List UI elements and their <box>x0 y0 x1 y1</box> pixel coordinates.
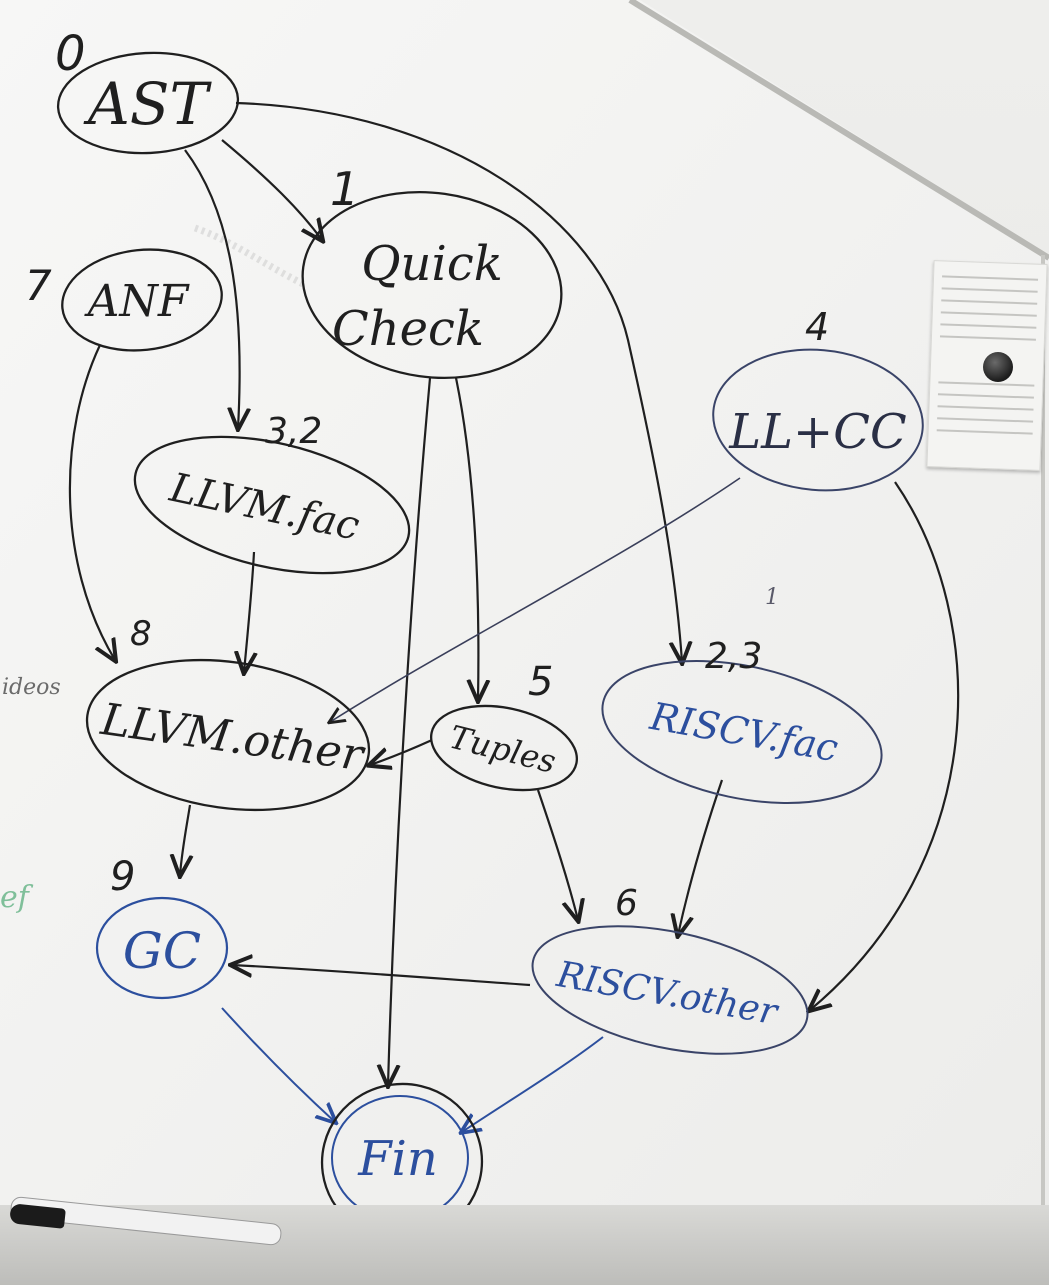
edge-tuples-riscvother <box>536 789 578 920</box>
node-tuples-outline <box>429 704 579 792</box>
node-ast-outline <box>56 51 240 155</box>
paper-text-line <box>937 393 1034 399</box>
node-fin-label: Fin <box>357 1131 438 1187</box>
paper-text-line <box>941 299 1038 305</box>
node-quickcheck[interactable]: Quick Check <box>290 176 573 394</box>
node-anf-label: ANF <box>84 276 190 327</box>
paper-text-line <box>936 429 1033 435</box>
paper-text-line <box>941 287 1038 293</box>
edge-llvmother-gc <box>180 804 190 875</box>
edge-quickcheck-tuples <box>454 377 478 700</box>
node-riscv-fac-outline <box>601 660 883 804</box>
node-riscv-fac-number: 2,3 <box>705 636 762 677</box>
node-gc-label: GC <box>123 922 201 980</box>
edge-ast-llvmfac <box>184 149 240 428</box>
edge-anf-llvmother <box>68 344 115 660</box>
node-riscv-other-outline <box>531 925 809 1055</box>
node-gc-outline <box>95 896 229 1000</box>
node-quickcheck-label-line2: Check <box>332 301 484 357</box>
node-tuples-number: 5 <box>528 659 553 705</box>
node-anf-number: 7 <box>25 261 52 310</box>
edge-llcc-llvmother <box>330 477 741 722</box>
node-gc[interactable]: GC <box>95 896 229 1000</box>
edge-gc-fin <box>221 1007 335 1122</box>
edge-riscvfac-riscvother <box>678 779 724 935</box>
node-quickcheck-number: 1 <box>330 162 359 216</box>
node-llvm-fac-number: 3,2 <box>265 411 322 452</box>
node-anf[interactable]: ANF <box>57 242 227 358</box>
node-llcc[interactable]: LL+CC <box>707 341 928 499</box>
smudge <box>193 224 307 289</box>
node-ast[interactable]: AST <box>56 48 241 157</box>
node-quickcheck-label-line1: Quick <box>361 236 503 292</box>
paper-text-line <box>937 417 1034 423</box>
paper-text-line <box>937 405 1034 411</box>
node-llcc-number: 4 <box>805 305 829 349</box>
edge-ast-quickcheck <box>221 139 322 240</box>
paper-text-line <box>938 381 1035 387</box>
side-text-ef: ef <box>0 880 29 915</box>
edge-ast-riscvfac <box>235 101 682 662</box>
magnet-icon <box>983 352 1013 382</box>
node-fin[interactable]: Fin <box>312 1074 492 1251</box>
node-riscv-other-number: 6 <box>615 883 638 924</box>
edge-llcc-riscvother <box>810 481 960 1010</box>
paper-text-line <box>942 275 1039 281</box>
edge-riscvother-gc <box>232 965 531 987</box>
paper-text-line <box>939 335 1036 341</box>
node-ast-number: 0 <box>55 26 86 82</box>
node-ast-label: AST <box>83 70 213 138</box>
side-text-videos: ideos <box>2 675 61 700</box>
edge-riscvother-fin <box>462 1036 604 1132</box>
node-llvm-other-number: 8 <box>130 614 152 654</box>
edge-tuples-llvmother <box>370 738 433 765</box>
node-llvm-fac-outline <box>133 435 411 575</box>
node-llvm-other-outline <box>85 658 371 812</box>
node-llcc-label: LL+CC <box>728 404 906 460</box>
node-gc-number: 9 <box>110 854 135 900</box>
side-text-tick: 1 <box>765 585 779 610</box>
node-quickcheck-outline <box>301 190 563 380</box>
board-frame-edge <box>628 0 1049 261</box>
edge-quickcheck-fin <box>388 377 432 1085</box>
node-anf-outline <box>61 248 223 352</box>
paper-text-line <box>940 323 1037 329</box>
paper-text-line <box>940 311 1037 317</box>
node-llcc-outline <box>712 348 924 492</box>
